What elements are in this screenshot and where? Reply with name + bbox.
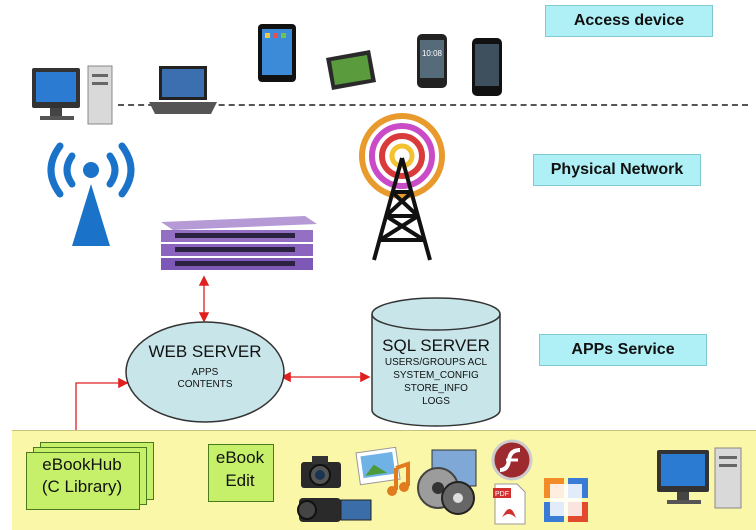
smartphone-icon-2	[472, 38, 502, 96]
layer-separator	[118, 104, 748, 106]
photo-music-icon	[355, 446, 410, 496]
ebookhub-doc	[26, 452, 140, 510]
desktop-computer-icon	[32, 65, 113, 125]
ebook-edit-doc	[208, 444, 274, 502]
pdf-icon: PDF	[493, 483, 526, 525]
camcorder-icon	[297, 498, 372, 522]
svg-text:10:08: 10:08	[422, 49, 443, 58]
desktop-computer-icon-bottom	[657, 447, 742, 509]
android-tablet-icon	[326, 50, 376, 90]
tablet-icon	[258, 24, 296, 82]
radio-tower-icon	[359, 113, 445, 261]
sql-server-line-acl: USERS/GROUPS ACL	[384, 357, 488, 368]
smartphone-icon: 10:08	[417, 34, 447, 88]
web-server-line-apps: APPS	[191, 367, 219, 378]
laptop-icon	[149, 66, 217, 114]
sql-server-line-store: STORE_INFO	[404, 383, 468, 394]
sql-server-title: SQL SERVER	[382, 336, 490, 355]
camera-icon	[301, 456, 341, 488]
web-server-node	[125, 321, 285, 423]
web-server-title: WEB SERVER	[148, 342, 262, 361]
ebook-edit-line2: Edit	[225, 471, 255, 490]
sql-server-node	[371, 297, 501, 427]
network-switch-icon	[161, 216, 317, 270]
ebookhub-line2: (C Library)	[41, 477, 123, 496]
layer-label-physical-network: Physical Network	[533, 154, 701, 186]
ebook-edit-line1: eBook	[215, 448, 265, 467]
svg-text:PDF: PDF	[495, 491, 509, 498]
sql-server-line-logs: LOGS	[422, 396, 450, 407]
wireless-signal-icon	[47, 142, 135, 246]
sql-server-line-config: SYSTEM_CONFIG	[393, 370, 479, 381]
flash-icon	[491, 439, 533, 481]
web-server-line-contents: CONTENTS	[177, 379, 233, 390]
layer-label-access-device: Access device	[545, 5, 713, 37]
layer-label-apps-service: APPs Service	[539, 334, 707, 366]
ebookhub-line1: eBookHub	[42, 455, 122, 474]
office-icon	[544, 478, 588, 522]
media-player-icon	[417, 449, 477, 515]
